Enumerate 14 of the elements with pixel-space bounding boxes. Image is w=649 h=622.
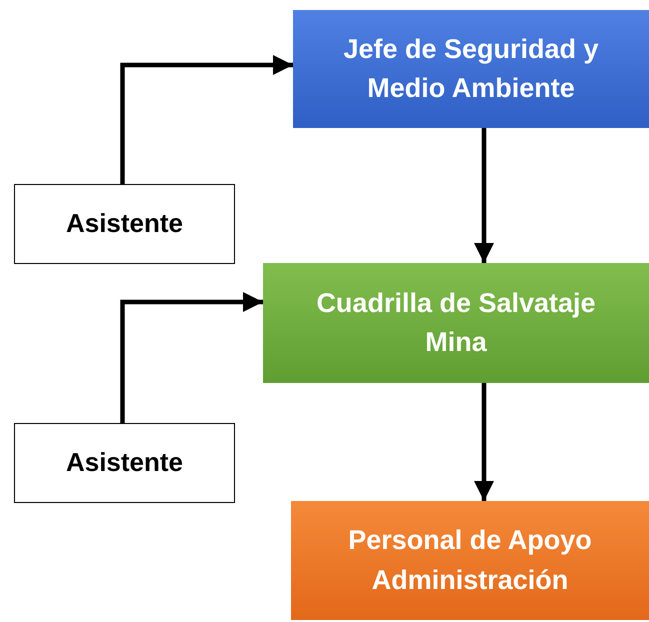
- role-box: [293, 10, 649, 128]
- role-title: Asistente: [66, 446, 184, 480]
- role-box: [14, 423, 235, 503]
- arrow: [474, 383, 494, 501]
- role-title: Personal de Apoyo Administración: [347, 524, 593, 596]
- role-title: Asistente: [66, 207, 184, 240]
- arrow: [474, 128, 494, 263]
- role-box: [14, 184, 235, 264]
- role-title: Cuadrilla de Salvataje Mina: [315, 286, 597, 359]
- arrow: [120, 292, 263, 423]
- role-box: [263, 263, 649, 383]
- role-box: [291, 501, 649, 620]
- role-title: Jefe de Seguridad y Medio Ambiente: [342, 32, 600, 105]
- arrow: [120, 54, 293, 184]
